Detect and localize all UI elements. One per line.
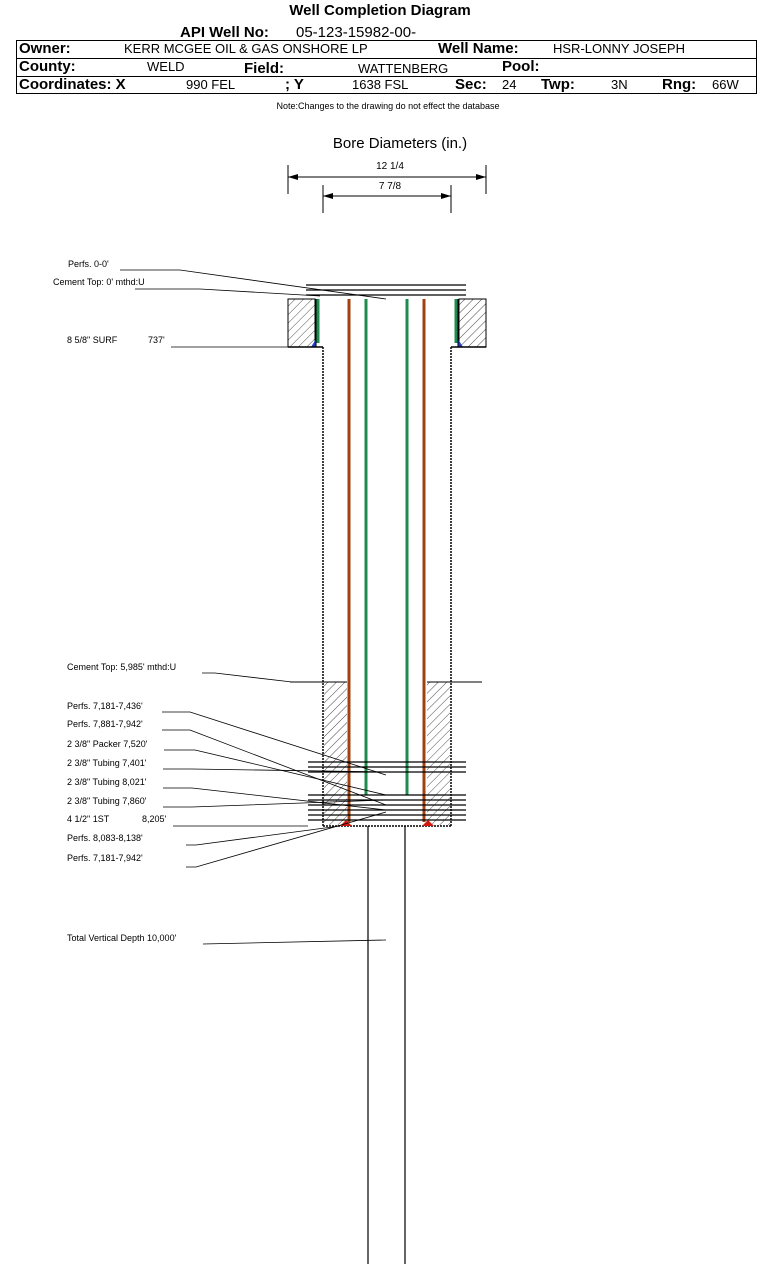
x-coordinate-value: 990 FEL [186, 77, 236, 92]
section-label: Sec: [455, 76, 487, 93]
callout-cement-top-5985: Cement Top: 5,985' mthd:U [67, 662, 177, 672]
township-label: Twp: [541, 76, 575, 93]
owner-value: KERR MCGEE OIL & GAS ONSHORE LP [124, 41, 368, 56]
callout-tubing-7401: 2 3/8" Tubing 7,401' [67, 758, 147, 768]
tubing-string [364, 299, 409, 795]
well-name-label: Well Name: [438, 40, 519, 57]
surface-casing-cement [287, 298, 487, 348]
api-label: API Well No: [180, 24, 269, 41]
callout-tubing-7860: 2 3/8" Tubing 7,860' [67, 796, 147, 806]
callout-cement-top-0: Cement Top: 0' mthd:U [53, 277, 145, 287]
field-value: WATTENBERG [358, 61, 449, 76]
township-value: 3N [611, 77, 628, 92]
diagram-title: Well Completion Diagram [289, 2, 471, 19]
callout-packer: 2 3/8" Packer 7,520' [67, 739, 148, 749]
well-name-value: HSR-LONNY JOSEPH [553, 41, 685, 56]
api-value: 05-123-15982-00- [296, 24, 417, 41]
surface-casing [316, 299, 458, 343]
production-casing-cement [290, 681, 482, 825]
y-coordinate-value: 1638 FSL [352, 77, 409, 92]
wellbore-wall [288, 299, 486, 827]
callout-leader-lines [120, 269, 387, 945]
callout-perfs-0: Perfs. 0-0' [68, 259, 109, 269]
county-label: County: [19, 58, 76, 75]
callout-tubing-8021: 2 3/8" Tubing 8,021' [67, 777, 147, 787]
callout-production-casing: 4 1/2" 1ST [67, 814, 110, 824]
callout-perfs-7181-7436: Perfs. 7,181-7,436' [67, 701, 143, 711]
inner-bore-dimension [322, 185, 452, 213]
callout-surface-casing: 8 5/8" SURF [67, 335, 118, 345]
perforation-intervals [308, 761, 466, 821]
range-value: 66W [712, 77, 739, 92]
callout-perfs-7181-7942: Perfs. 7,181-7,942' [67, 853, 143, 863]
callout-total-vertical-depth: Total Vertical Depth 10,000' [67, 933, 177, 943]
outer-bore-diameter-label: 12 1/4 [376, 161, 404, 172]
callout-production-casing-depth: 8,205' [142, 814, 167, 824]
section-value: 24 [502, 77, 517, 92]
production-casing [347, 299, 426, 822]
bore-diameters-title: Bore Diameters (in.) [332, 135, 468, 152]
range-label: Rng: [662, 76, 697, 93]
header-row-divider [16, 76, 757, 77]
y-coordinate-label: ; Y [285, 76, 304, 93]
top-perforation-lines [306, 284, 466, 296]
pool-label: Pool: [502, 58, 540, 75]
outer-bore-dimension [287, 165, 487, 194]
open-hole [367, 826, 406, 1264]
owner-label: Owner: [19, 40, 71, 57]
callout-perfs-7881-7942: Perfs. 7,881-7,942' [67, 719, 143, 729]
header-row-divider [16, 58, 757, 59]
coordinates-label: Coordinates: X [19, 76, 126, 93]
field-label: Field: [244, 60, 284, 77]
callout-perfs-8083-8138: Perfs. 8,083-8,138' [67, 833, 143, 843]
database-note: Note:Changes to the drawing do not effec… [276, 101, 500, 111]
header-table [16, 40, 757, 94]
inner-bore-diameter-label: 7 7/8 [378, 181, 402, 192]
county-value: WELD [147, 59, 185, 74]
callout-surface-casing-depth: 737' [148, 335, 165, 345]
